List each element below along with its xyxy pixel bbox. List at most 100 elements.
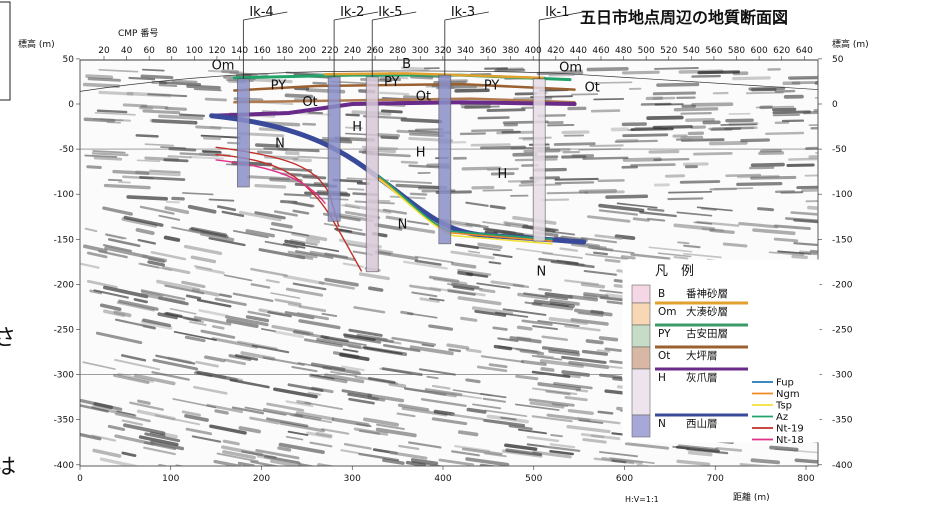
unit-label: Ot	[302, 95, 317, 110]
unit-label: H	[497, 167, 507, 182]
elev-tick-label: 50	[832, 55, 844, 65]
elev-tick-label: -400	[54, 461, 75, 471]
legend-line-name: Az	[776, 412, 788, 423]
cmp-tick-label: 600	[751, 46, 768, 56]
legend-name: 大湊砂層	[686, 305, 728, 318]
elevation-axis-right: 500-50-100-150-200-250-300-350-400	[818, 55, 853, 471]
elev-tick-label: -350	[54, 416, 75, 426]
legend-line-name: Fup	[776, 378, 794, 389]
cmp-tick-label: 160	[254, 46, 271, 56]
ground-surface-line	[79, 70, 819, 92]
cmp-tick-label: 380	[502, 46, 519, 56]
elev-tick-label: -200	[54, 280, 75, 290]
borehole-label: Ik-1	[545, 5, 569, 20]
elevation-axis-left: 500-50-100-150-200-250-300-350-400	[54, 55, 80, 471]
legend-line-name: Nt-19	[776, 424, 804, 435]
elev-tick-label: -300	[832, 371, 853, 381]
dist-tick-label: 700	[707, 474, 724, 484]
legend-code: B	[658, 288, 665, 300]
legend-swatch	[631, 302, 651, 326]
cmp-tick-label: 360	[479, 46, 496, 56]
unit-label: H	[416, 145, 426, 160]
legend-swatch	[631, 346, 651, 370]
cmp-tick-label: 400	[525, 46, 542, 56]
scale-note: H:V=1:1	[625, 495, 659, 504]
legend-code: Om	[658, 306, 677, 318]
legend-line-name: Nt-18	[776, 435, 804, 446]
borehole-label: Ik-5	[378, 5, 402, 20]
legend-code: Ot	[658, 350, 670, 362]
borehole-label: Ik-3	[451, 5, 475, 20]
ground-surface	[79, 70, 819, 92]
legend-swatch	[631, 324, 651, 348]
legend-code: PY	[658, 328, 671, 340]
legend-swatch	[631, 284, 651, 304]
cmp-tick-label: 100	[186, 46, 203, 56]
cmp-tick-label: 520	[660, 46, 677, 56]
elev-tick-label: -250	[54, 326, 75, 336]
cmp-tick-label: 180	[276, 46, 293, 56]
horizon-b	[323, 72, 545, 80]
dist-tick-label: 0	[77, 474, 83, 484]
unit-label: Om	[212, 59, 235, 74]
cmp-tick-label: 480	[615, 46, 632, 56]
dist-tick-label: 200	[253, 474, 270, 484]
cmp-tick-label: 320	[434, 46, 451, 56]
cmp-tick-label: 640	[796, 46, 813, 56]
cmp-axis-label: CMP 番号	[118, 27, 158, 39]
legend-code: H	[658, 372, 666, 384]
unit-label: B	[402, 57, 411, 72]
cmp-tick-label: 200	[299, 46, 316, 56]
unit-label: Ot	[416, 89, 431, 104]
legend-swatch	[631, 414, 651, 438]
borehole-column	[438, 74, 452, 245]
borehole-leader-top	[372, 11, 417, 21]
legend-heading: 凡 例	[655, 264, 694, 279]
elev-tick-label: -300	[54, 371, 75, 381]
elev-tick-label: -50	[832, 145, 847, 155]
borehole-column	[327, 76, 341, 222]
figure-title: 五日市地点周辺の地質断面図	[580, 8, 788, 27]
unit-label: PY	[484, 79, 500, 94]
legend-box	[622, 259, 820, 443]
elev-label-left: 標高 (m)	[18, 38, 55, 50]
borehole-label: Ik-2	[340, 5, 364, 20]
elev-tick-label: -250	[832, 326, 853, 336]
elev-tick-label: -200	[832, 280, 853, 290]
unit-label: N	[536, 264, 546, 279]
cmp-tick-label: 440	[570, 46, 587, 56]
cmp-tick-label: 460	[592, 46, 609, 56]
legend-name: 大坪層	[686, 349, 718, 362]
cmp-tick-label: 420	[547, 46, 564, 56]
side-text-2: は	[0, 455, 16, 480]
cmp-tick-label: 240	[344, 46, 361, 56]
elev-label-right: 標高 (m)	[832, 38, 869, 50]
dist-tick-label: 300	[344, 474, 361, 484]
dist-tick-label: 400	[434, 474, 451, 484]
cmp-tick-label: 40	[121, 46, 133, 56]
borehole-leader-top	[243, 11, 288, 21]
legend-swatch	[631, 368, 651, 416]
unit-label: Ot	[585, 80, 600, 95]
cmp-tick-label: 340	[457, 46, 474, 56]
cmp-tick-label: 500	[638, 46, 655, 56]
horizon-ot-base	[209, 100, 577, 118]
borehole-leader-top	[444, 11, 489, 21]
unit-label: H	[352, 120, 362, 135]
cmp-tick-label: 260	[366, 46, 383, 56]
elev-tick-label: -350	[832, 416, 853, 426]
cmp-tick-label: 620	[773, 46, 790, 56]
distance-axis-label: 距離 (m)	[733, 491, 770, 503]
horizon-py	[233, 82, 576, 92]
legend-name: 灰爪層	[686, 371, 718, 384]
cmp-tick-label: 280	[389, 46, 406, 56]
elev-tick-label: -100	[54, 190, 75, 200]
borehole-column	[532, 78, 546, 242]
borehole-column	[365, 76, 379, 273]
legend-code: N	[658, 418, 666, 430]
elev-tick-label: -150	[54, 235, 75, 245]
